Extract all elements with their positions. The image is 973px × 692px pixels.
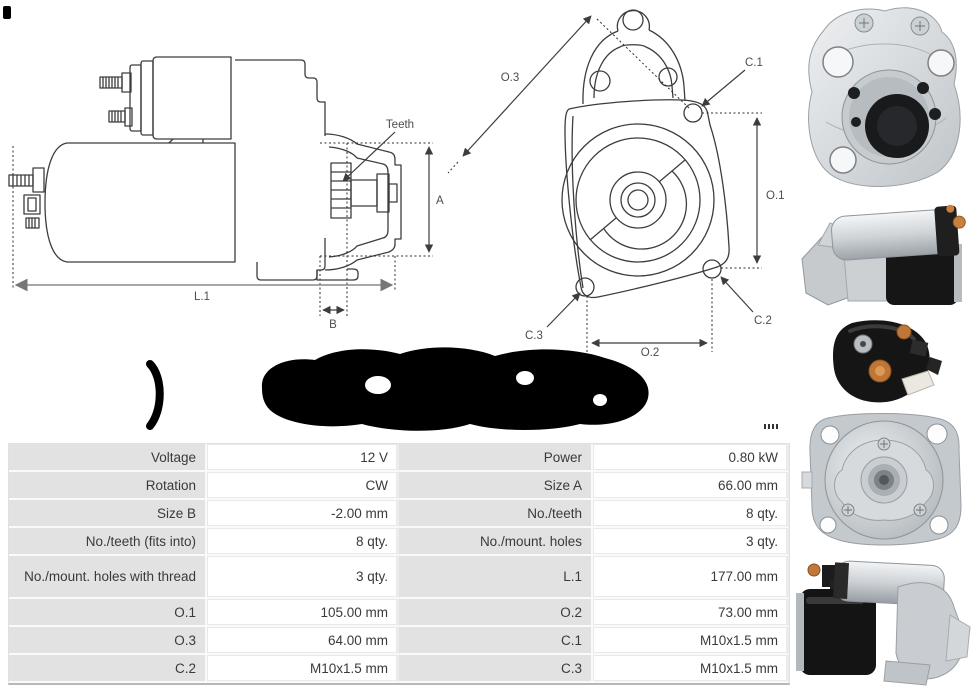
side-view-technical-drawing: Teeth A L.1 B [8, 56, 444, 331]
spec-value: 3 qty. [207, 556, 399, 599]
table-row: O.1 105.00 mm O.2 73.00 mm [9, 599, 789, 627]
blob-large [261, 347, 649, 431]
dim-c3-label: C.3 [525, 330, 543, 342]
dim-o2-label: O.2 [641, 347, 660, 359]
spec-value: -2.00 mm [207, 500, 399, 528]
front-view-technical-drawing: O.3 C.1 O.1 C.2 C.3 O.2 [447, 9, 785, 359]
photo-side-view-2[interactable] [790, 553, 973, 692]
dim-a-label: A [436, 195, 444, 207]
watermark-blobs [146, 347, 778, 431]
spec-label: C.1 [399, 627, 593, 655]
spec-value: 64.00 mm [207, 627, 399, 655]
spec-value: 73.00 mm [593, 599, 789, 627]
photo-solenoid-view[interactable] [790, 317, 973, 408]
table-row: No./teeth (fits into) 8 qty. No./mount. … [9, 528, 789, 556]
table-row: Rotation CW Size A 66.00 mm [9, 472, 789, 500]
spec-value: 12 V [207, 444, 399, 472]
blob-specks [764, 424, 778, 429]
spec-value: M10x1.5 mm [593, 627, 789, 655]
dimension-extension-lines [447, 18, 762, 352]
rear-view-photo-image [801, 413, 962, 546]
table-row: O.3 64.00 mm C.1 M10x1.5 mm [9, 627, 789, 655]
front-view-photo-image [808, 7, 961, 188]
photo-side-view[interactable] [790, 197, 973, 317]
screw-icon [841, 437, 927, 517]
spec-label: L.1 [399, 556, 593, 599]
side-view-photo-image [801, 204, 966, 306]
spec-value: 177.00 mm [593, 556, 789, 599]
spec-label: C.2 [9, 655, 207, 683]
spec-label: Voltage [9, 444, 207, 472]
spec-label: O.3 [9, 627, 207, 655]
spec-label: No./mount. holes with thread [9, 556, 207, 599]
dim-l1-label: L.1 [194, 291, 210, 303]
table-row: C.2 M10x1.5 mm C.3 M10x1.5 mm [9, 655, 789, 683]
product-photo-column [790, 0, 973, 692]
spec-value: CW [207, 472, 399, 500]
table-row: Size B -2.00 mm No./teeth 8 qty. [9, 500, 789, 528]
spec-value: 8 qty. [207, 528, 399, 556]
screw-icon [854, 13, 930, 36]
spec-value: 0.80 kW [593, 444, 789, 472]
dim-c1-label: C.1 [745, 57, 763, 69]
spec-label: O.1 [9, 599, 207, 627]
table-row: Voltage 12 V Power 0.80 kW [9, 444, 789, 472]
blob-hole [516, 371, 534, 385]
spec-label: No./teeth [399, 500, 593, 528]
dim-c2-label: C.2 [754, 315, 772, 327]
copper-terminal [896, 324, 912, 340]
solenoid-photo-image [832, 320, 942, 403]
table-row: No./mount. holes with thread 3 qty. L.1 … [9, 556, 789, 599]
spec-value: 105.00 mm [207, 599, 399, 627]
starter-front-outline [561, 9, 730, 299]
spec-value: M10x1.5 mm [593, 655, 789, 683]
starter-side-outline [8, 56, 402, 281]
dimension-arrows [462, 15, 762, 348]
spec-label: C.3 [399, 655, 593, 683]
spec-table: Voltage 12 V Power 0.80 kW Rotation CW S… [8, 443, 790, 685]
watermark-remnant-mark [3, 6, 11, 19]
teeth-label: Teeth [386, 119, 414, 131]
copper-terminal [952, 215, 966, 229]
spec-value: M10x1.5 mm [207, 655, 399, 683]
spec-label: Size B [9, 500, 207, 528]
dim-o3-label: O.3 [501, 72, 520, 84]
blob-crescent [146, 360, 164, 430]
blob-hole [365, 376, 391, 394]
dim-o1-label: O.1 [766, 190, 785, 202]
spec-value: 8 qty. [593, 500, 789, 528]
spec-label: No./teeth (fits into) [9, 528, 207, 556]
spec-label: Power [399, 444, 593, 472]
spec-label: Rotation [9, 472, 207, 500]
spec-label: Size A [399, 472, 593, 500]
side-view-2-photo-image [796, 560, 971, 686]
dimension-extension-lines [12, 142, 433, 316]
dim-b-label: B [329, 319, 337, 331]
photo-rear-view[interactable] [790, 408, 973, 553]
dimension-arrows [14, 131, 434, 315]
spec-label: No./mount. holes [399, 528, 593, 556]
photo-front-view[interactable] [790, 0, 973, 197]
spec-value: 66.00 mm [593, 472, 789, 500]
blob-hole [593, 394, 607, 406]
spec-value: 3 qty. [593, 528, 789, 556]
spec-label: O.2 [399, 599, 593, 627]
copper-terminal [807, 563, 821, 577]
